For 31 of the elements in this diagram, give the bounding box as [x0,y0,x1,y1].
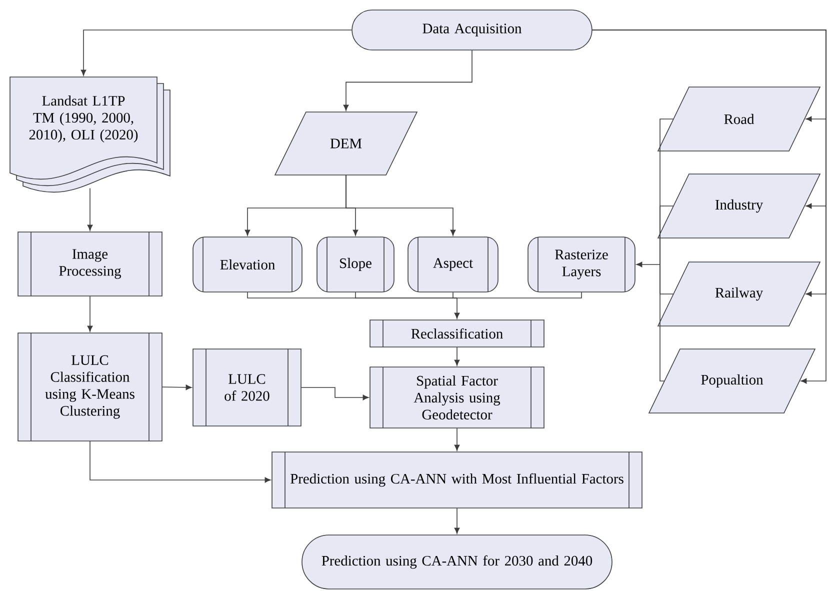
arrow [87,296,93,332]
process-box: Prediction using CA-ANN with Most Influential Factors [272,452,642,508]
terminal-box: Prediction using CA-ANN for 2030 and 2040 [302,534,612,590]
rounded-process-box: Rasterize Layers [528,236,636,292]
rounded-process-box: Slope [316,236,394,292]
arrow [346,174,456,236]
rounded-process-box: Aspect [408,236,498,292]
connector-line [452,292,458,298]
connector-line [660,264,665,382]
arrow [300,387,369,400]
arrow [454,428,460,451]
process-box: Image Processing [18,232,162,296]
rounded-process-box: Elevation [192,236,302,292]
process-box: LULC of 2020 [192,348,302,426]
arrow [80,30,352,76]
document-stack: Landsat L1TP TM (1990, 2000, 2010), OLI (2020) [10,76,170,193]
arrow [636,262,660,268]
arrow [454,298,460,319]
arrow [592,30,826,384]
arrow [343,50,472,111]
arrow [87,188,93,231]
terminal-box: Data Acquisition [352,10,592,50]
arrow [162,384,192,390]
process-box: LULC Classification using K-Means Clustering [18,332,162,442]
connector-line [660,206,674,265]
process-box: Spatial Factor Analysis using Geodetector [370,366,544,428]
arrow [454,508,460,534]
process-box: Reclassification [370,320,544,348]
arrow [90,440,271,483]
arrow [454,346,460,366]
connector-line [456,292,582,298]
